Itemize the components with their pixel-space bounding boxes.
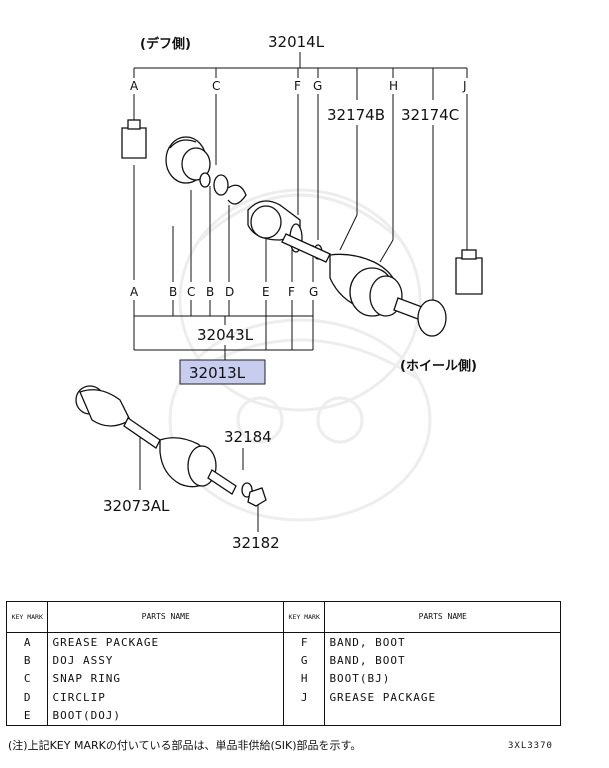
legend-row: B DOJ ASSY G BAND, BOOT: [5, 651, 561, 670]
legend-key-header: KEY MARK: [282, 601, 326, 633]
legend-key-header: KEY MARK: [5, 601, 49, 633]
key-letter: C: [187, 285, 195, 299]
legend-row: A GREASE PACKAGE F BAND, BOOT: [5, 632, 561, 652]
legend-row: C SNAP RING H BOOT(BJ): [5, 669, 561, 689]
legend-key: H: [282, 669, 326, 689]
top-bracket: [133, 52, 468, 300]
drive-shaft-exploded-drawing: [121, 119, 483, 337]
legend-part-name: CIRCLIP: [47, 688, 284, 707]
key-letter: A: [130, 285, 139, 299]
legend-key: A: [5, 632, 49, 652]
diff-side-label: (デフ側): [140, 36, 191, 52]
legend-key: C: [5, 669, 49, 689]
key-letter: F: [288, 285, 295, 299]
key-letter: E: [262, 285, 270, 299]
legend-key: [282, 706, 326, 726]
wheel-side-label: (ホイール側): [400, 358, 477, 374]
samurai-watermark: [168, 188, 432, 522]
legend-name-header: PARTS NAME: [324, 601, 561, 633]
legend-part-name: SNAP RING: [47, 669, 284, 689]
legend-part-name: GREASE PACKAGE: [47, 632, 284, 652]
legend-part-name: [324, 706, 561, 726]
legend-key: B: [5, 651, 49, 670]
key-letter: B: [169, 285, 177, 299]
top-key-letters: A C F G H J: [130, 79, 467, 93]
bottom-key-letters: A B C B D E F G: [130, 285, 318, 299]
footnote: (注)上記KEY MARKの付いている部品は、単品非供給(SIK)部品を示す。: [8, 739, 362, 752]
key-letter: A: [130, 79, 139, 93]
legend-key: J: [282, 688, 326, 707]
legend-part-name: BOOT(DOJ): [47, 706, 284, 726]
key-letter: F: [294, 79, 301, 93]
legend-part-name: GREASE PACKAGE: [324, 688, 561, 707]
legend-part-name: DOJ ASSY: [47, 651, 284, 670]
legend-key: D: [5, 688, 49, 707]
key-letter: C: [212, 79, 220, 93]
part-number-32013L[interactable]: 32013L: [189, 364, 246, 382]
part-number-32174C: 32174C: [401, 106, 459, 124]
legend-key: E: [5, 706, 49, 726]
parts-legend-table: KEY MARK PARTS NAME KEY MARK PARTS NAME …: [5, 601, 561, 726]
drive-shaft-assembly-drawing: [75, 385, 267, 507]
legend-part-name: BOOT(BJ): [324, 669, 561, 689]
legend-part-name: BAND, BOOT: [324, 651, 561, 670]
legend-row: D CIRCLIP J GREASE PACKAGE: [5, 688, 561, 707]
key-letter: G: [313, 79, 322, 93]
legend-part-name: BAND, BOOT: [324, 632, 561, 652]
part-number-32043L: 32043L: [197, 326, 254, 344]
part-number-32184: 32184: [224, 428, 272, 446]
legend-name-header: PARTS NAME: [47, 601, 284, 633]
drawing-code: 3XL3370: [508, 741, 553, 751]
part-highlight: [179, 359, 266, 385]
key-letter: D: [225, 285, 234, 299]
part-number-32073AL: 32073AL: [103, 497, 170, 515]
part-number-32014L: 32014L: [268, 33, 325, 51]
key-letter: B: [206, 285, 214, 299]
key-letter: H: [389, 79, 398, 93]
bottom-bracket: [133, 186, 314, 532]
key-letter: G: [309, 285, 318, 299]
parts-diagram: (デフ側) (ホイール側) A C F G H J 32014L 321: [75, 33, 483, 552]
legend-key: F: [282, 632, 326, 652]
legend-key: G: [282, 651, 326, 670]
part-number-32174B: 32174B: [327, 106, 385, 124]
part-number-32182: 32182: [232, 534, 280, 552]
key-letter: J: [462, 79, 467, 93]
legend-row: E BOOT(DOJ): [5, 706, 561, 726]
